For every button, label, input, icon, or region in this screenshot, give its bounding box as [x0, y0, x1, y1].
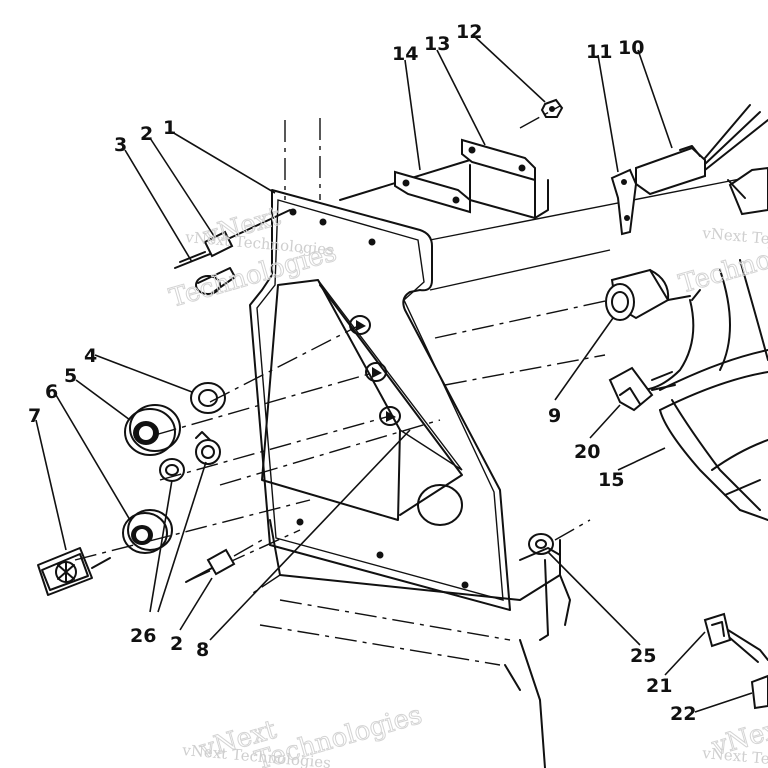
callout-12: 12: [456, 21, 482, 43]
callout-2-bottom: 2: [170, 633, 183, 655]
sensor-9: [605, 268, 701, 321]
callout-20: 20: [574, 441, 600, 463]
frame-structure: [219, 118, 746, 768]
callout-9: 9: [548, 405, 561, 427]
callout-2-top: 2: [140, 123, 153, 145]
callout-1: 1: [163, 117, 176, 139]
rivet-2-bottom: [185, 539, 263, 583]
callout-15: 15: [598, 469, 624, 491]
callout-14: 14: [392, 43, 418, 65]
nut-6: [122, 509, 173, 554]
callout-26: 26: [130, 625, 156, 647]
callout-labels: 1 2 3 4 5 6 7 8 9 10 11 12 13 14 15 20 2…: [28, 21, 696, 725]
bolt-3: [174, 247, 236, 295]
callout-3: 3: [114, 134, 127, 156]
watermarks: vNext Technologies vNext Technologies vN…: [166, 201, 768, 768]
lockwasher-26: [195, 431, 221, 465]
mounting-panel: [74, 189, 511, 611]
toggle-right: [727, 166, 768, 216]
callout-8: 8: [196, 639, 209, 661]
callout-13: 13: [424, 33, 450, 55]
leader-lines: [35, 34, 753, 713]
callout-22: 22: [670, 703, 696, 725]
callout-4: 4: [84, 345, 97, 367]
switch-holes: [349, 315, 401, 426]
connector-21: [703, 612, 768, 663]
switch-10: [635, 104, 768, 196]
callout-11: 11: [586, 41, 612, 63]
callout-5: 5: [64, 365, 77, 387]
rivet-2-top: [203, 209, 291, 258]
harness-15: [639, 259, 768, 521]
nut-12: [519, 98, 564, 129]
callout-7: 7: [28, 405, 41, 427]
switch-11: [610, 168, 638, 236]
bracket-13: [461, 138, 549, 219]
nut-5: [124, 404, 181, 456]
washer-4: [190, 382, 226, 414]
decal-7: [37, 547, 111, 596]
connector-22: [750, 674, 768, 710]
callout-10: 10: [618, 37, 644, 59]
connector-20: [608, 366, 676, 412]
bracket-14: [394, 170, 471, 214]
nut-26-small: [159, 458, 185, 482]
callout-21: 21: [646, 675, 672, 697]
callout-25: 25: [630, 645, 656, 667]
callout-6: 6: [45, 381, 58, 403]
washer-25: [528, 519, 591, 555]
